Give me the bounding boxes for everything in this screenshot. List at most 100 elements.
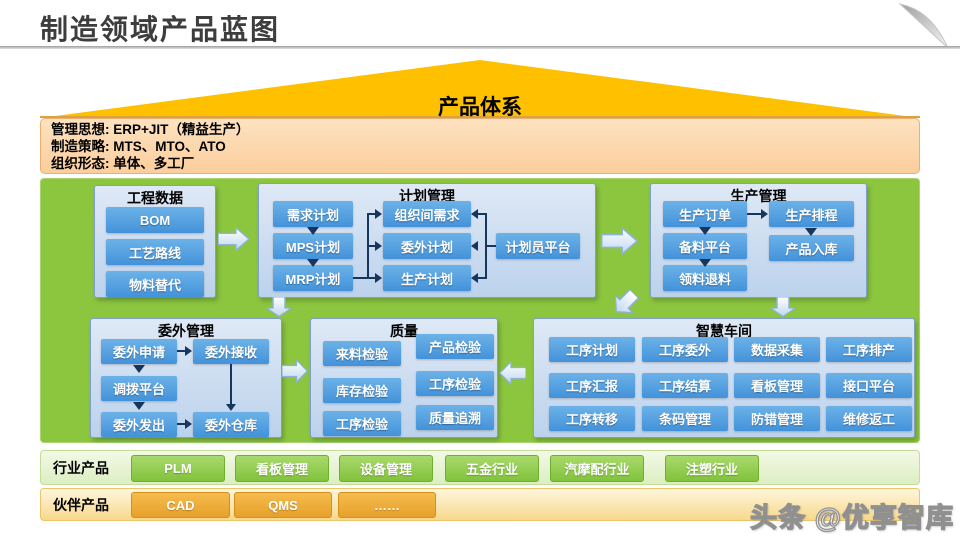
flow-triangle-down [307,259,319,267]
flow-triangle-down [307,227,319,235]
box-product-warehousing: 产品入库 [769,235,854,261]
industry-item-injection-molding: 注塑行业 [665,455,759,482]
box-mrp-plan: MRP计划 [273,265,353,291]
connector-arrowhead [471,209,478,219]
connector-arrowhead [375,241,382,251]
connector-line [485,213,487,279]
panel-title: 委外管理 [158,323,214,339]
connector-line [747,213,761,215]
box-stock-inspection: 库存检验 [323,378,401,403]
roof-label: 产品体系 [438,96,522,119]
box-process-inspection-2: 工序检验 [416,371,494,396]
box-bom: BOM [106,207,204,233]
banner-line-management: 管理思想: ERP+JIT（精益生产） [51,122,250,137]
partner-products-label: 伙伴产品 [53,496,109,513]
box-production-plan: 生产计划 [383,265,471,291]
flow-arrow-down-left [607,285,644,322]
box-process-scheduling: 工序排产 [826,337,912,362]
box-process-transfer: 工序转移 [549,406,635,431]
flow-triangle-down [805,228,817,236]
flow-arrow-right [599,227,641,255]
partner-item-cad: CAD [131,492,230,518]
connector-line [478,277,487,279]
partner-item-more: …… [338,492,436,518]
box-material-issue-return: 领料退料 [663,265,747,291]
watermark: 头条 @优享智库 [750,502,954,533]
main-stage: 工程数据 BOM 工艺路线 物料替代 计划管理 需求计划 MPS计划 MRP计划… [40,178,920,443]
roof-triangle [40,60,920,118]
panel-title: 工程数据 [127,190,183,206]
box-process-plan: 工序计划 [549,337,635,362]
box-repair-rework: 维修返工 [826,406,912,431]
industry-item-plm: PLM [131,455,225,482]
strategy-banner: 管理思想: ERP+JIT（精益生产） 制造策略: MTS、MTO、ATO 组织… [40,118,920,174]
box-production-order: 生产订单 [663,201,747,227]
connector-line [367,277,375,279]
box-incoming-inspection: 来料检验 [323,341,401,366]
connector-line [230,364,232,404]
connector-arrowhead [471,273,478,283]
partner-products-band: 伙伴产品 CAD QMS …… [40,488,920,521]
box-process-inspection: 工序检验 [323,411,401,436]
industry-item-auto-parts: 汽摩配行业 [550,455,644,482]
flow-triangle-down [133,402,145,410]
box-outsourcing-warehouse: 委外仓库 [193,412,269,437]
box-product-inspection: 产品检验 [416,334,494,359]
panel-quality: 质量 来料检验 库存检验 工序检验 产品检验 工序检验 质量追溯 [310,318,498,438]
connector-arrowhead [185,346,192,356]
box-demand-plan: 需求计划 [273,201,353,227]
banner-line-organization: 组织形态: 单体、多工厂 [51,156,195,171]
industry-item-equipment: 设备管理 [339,455,433,482]
box-planner-platform: 计划员平台 [496,233,580,259]
box-routing: 工艺路线 [106,239,204,265]
panel-engineering-data: 工程数据 BOM 工艺路线 物料替代 [94,185,216,298]
box-material-substitution: 物料替代 [106,271,204,297]
connector-line [367,213,375,215]
box-outsourcing-request: 委外申请 [101,339,177,364]
connector-line [485,245,496,247]
flow-arrow-left [499,361,526,385]
panel-plan-management: 计划管理 需求计划 MPS计划 MRP计划 组织间需求 委外计划 生产计划 计划… [258,183,596,298]
box-mps-plan: MPS计划 [273,233,353,259]
box-interface-platform: 接口平台 [826,373,912,398]
panel-title: 质量 [390,323,418,339]
flow-arrow-right [218,226,250,252]
flow-triangle-down [133,365,145,373]
flow-triangle-down [699,227,711,235]
connector-arrowhead [185,419,192,429]
panel-outsourcing-management: 委外管理 委外申请 调拨平台 委外发出 委外接收 委外仓库 [90,318,282,438]
header-divider [0,46,960,49]
connector-arrowhead [375,209,382,219]
panel-production-management: 生产管理 生产订单 备料平台 领料退料 生产排程 产品入库 [650,183,867,298]
box-data-collection: 数据采集 [734,337,820,362]
box-production-scheduling: 生产排程 [769,201,854,227]
connector-line [478,213,487,215]
box-process-settlement: 工序结算 [642,373,728,398]
panel-title: 生产管理 [730,188,787,204]
box-outsourcing-receipt: 委外接收 [193,339,269,364]
box-outsourcing-issue: 委外发出 [101,412,177,437]
panel-title: 计划管理 [399,188,455,204]
box-interorg-demand: 组织间需求 [383,201,471,227]
box-material-prep-platform: 备料平台 [663,233,747,259]
page-curl-icon [898,3,949,49]
connector-line [177,423,185,425]
banner-line-strategy: 制造策略: MTS、MTO、ATO [51,139,226,154]
flow-arrow-down [266,297,292,317]
industry-products-band: 行业产品 PLM 看板管理 设备管理 五金行业 汽摩配行业 注塑行业 [40,450,920,485]
box-kanban-management: 看板管理 [734,373,820,398]
flow-arrow-down [770,297,796,317]
panel-smart-workshop: 智慧车间 工序计划 工序委外 数据采集 工序排产 工序汇报 工序结算 看板管理 … [533,318,915,438]
partner-item-qms: QMS [234,492,332,518]
connector-line [353,277,369,279]
industry-item-kanban: 看板管理 [235,455,329,482]
box-barcode-management: 条码管理 [642,406,728,431]
connector-arrowhead [761,209,768,219]
connector-arrowhead [375,273,382,283]
connector-arrowhead [471,241,478,251]
box-process-outsourcing: 工序委外 [642,337,728,362]
connector-line [177,350,185,352]
industry-item-hardware: 五金行业 [445,455,539,482]
box-process-reporting: 工序汇报 [549,373,635,398]
